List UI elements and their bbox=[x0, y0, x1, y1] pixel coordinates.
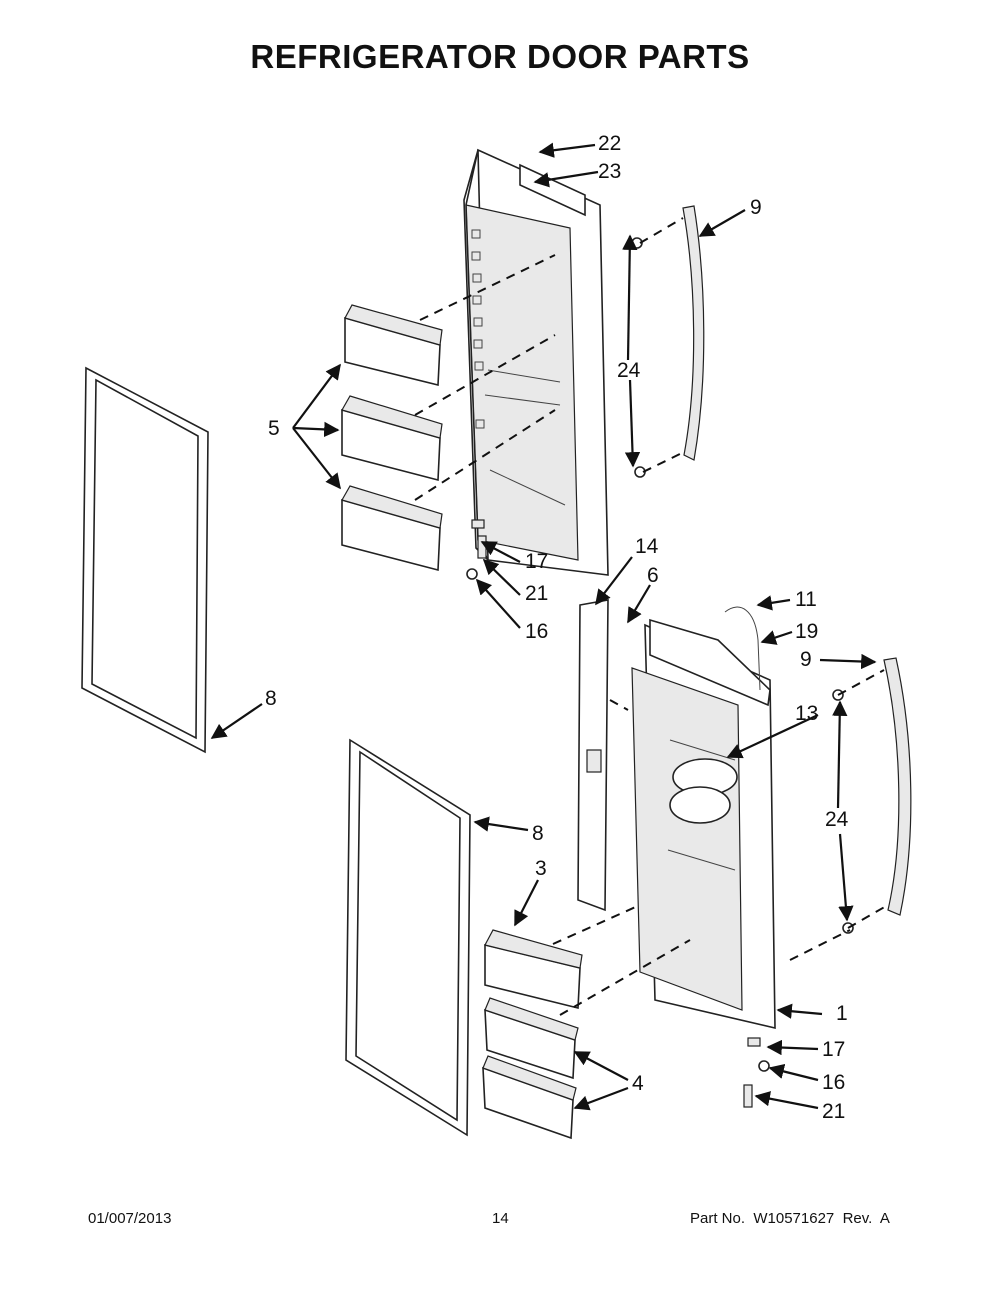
callout-11: 11 bbox=[795, 588, 817, 611]
door-bin-4b bbox=[482, 1055, 577, 1140]
callout-16-upper: 16 bbox=[525, 620, 548, 643]
callout-14: 14 bbox=[635, 535, 659, 558]
callout-21-upper: 21 bbox=[525, 582, 548, 605]
leader-arrows bbox=[210, 142, 877, 1111]
callout-5: 5 bbox=[268, 417, 280, 440]
callout-17-upper: 17 bbox=[525, 550, 548, 573]
door-handle-upper bbox=[631, 205, 705, 478]
callout-23: 23 bbox=[598, 160, 621, 183]
footer-part-number: Part No. W10571627 Rev. A bbox=[690, 1210, 890, 1227]
callout-4: 4 bbox=[632, 1072, 644, 1095]
callout-21-lower: 21 bbox=[822, 1100, 845, 1123]
door-gasket-lower bbox=[345, 738, 471, 1137]
callout-24-lower: 24 bbox=[825, 808, 849, 831]
left-door-liner bbox=[463, 148, 609, 576]
callout-22: 22 bbox=[598, 132, 621, 155]
callout-24-upper: 24 bbox=[617, 359, 641, 382]
alignment-lines bbox=[414, 217, 889, 1016]
callout-labels: 22 23 9 24 5 8 14 6 17 21 16 11 19 9 13 … bbox=[265, 132, 849, 1123]
callout-1: 1 bbox=[836, 1002, 848, 1025]
footer-date: 01/007/2013 bbox=[88, 1210, 172, 1227]
door-bin-5a bbox=[344, 304, 443, 387]
callout-19: 19 bbox=[795, 620, 818, 643]
callout-6: 6 bbox=[647, 564, 659, 587]
dispenser-channel-14 bbox=[577, 599, 609, 912]
callout-8-lower: 8 bbox=[532, 822, 544, 845]
callout-13: 13 bbox=[795, 702, 818, 725]
door-gasket-upper bbox=[81, 366, 209, 754]
callout-8-upper: 8 bbox=[265, 687, 277, 710]
door-bin-5b bbox=[341, 395, 443, 482]
callout-16-lower: 16 bbox=[822, 1071, 845, 1094]
door-bin-5c bbox=[341, 485, 443, 572]
callout-17-lower: 17 bbox=[822, 1038, 845, 1061]
door-bin-4a bbox=[484, 997, 579, 1080]
footer-page-number: 14 bbox=[492, 1210, 509, 1227]
water-tube-11 bbox=[724, 606, 761, 691]
page-title: REFRIGERATOR DOOR PARTS bbox=[250, 38, 750, 75]
callout-9-upper: 9 bbox=[750, 196, 762, 219]
door-bin-3 bbox=[484, 929, 583, 1010]
right-door-liner bbox=[631, 618, 776, 1030]
callout-9-lower: 9 bbox=[800, 648, 812, 671]
callout-3: 3 bbox=[535, 857, 547, 880]
